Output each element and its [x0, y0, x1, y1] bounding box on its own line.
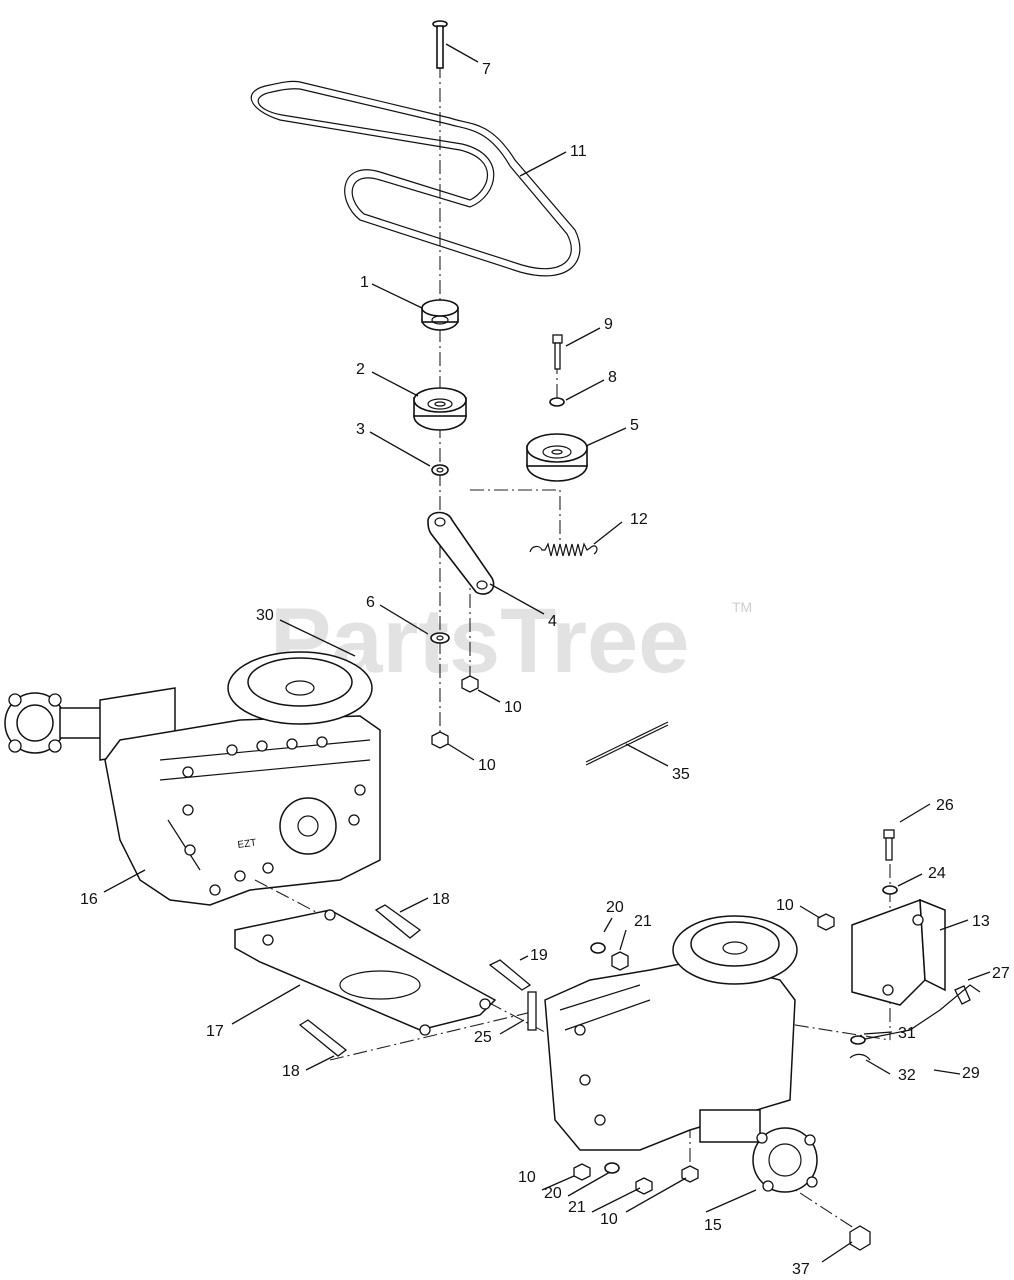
callout-21a: 21 [634, 913, 652, 930]
leader-lines [103, 43, 991, 1263]
spring-part [529, 542, 598, 557]
small-washer-part [549, 397, 565, 407]
callout-17: 17 [206, 1023, 224, 1040]
callout-32: 32 [898, 1067, 916, 1084]
cable-tie-part [585, 721, 669, 763]
svg-text:EZT: EZT [237, 837, 257, 851]
callout-4: 4 [548, 613, 557, 630]
drive-belt-part [250, 80, 581, 277]
callout-10c: 10 [776, 897, 794, 914]
washer-20-lower-part [604, 1162, 620, 1174]
callout-21b: 21 [568, 1199, 586, 1216]
washer-part [431, 464, 449, 476]
idler-arm-part [427, 511, 495, 595]
callout-8: 8 [608, 369, 617, 386]
callout-35: 35 [672, 766, 690, 783]
callout-15: 15 [704, 1217, 722, 1234]
watermark-trademark: TM [732, 599, 752, 615]
callout-2: 2 [356, 361, 365, 378]
bolt-26-part [883, 829, 895, 861]
callout-labels: 7 11 1 9 2 8 3 5 12 4 6 30 10 10 35 26 1… [80, 61, 1010, 1278]
callout-12: 12 [630, 511, 648, 528]
callout-24: 24 [928, 865, 946, 882]
callout-10a: 10 [504, 699, 522, 716]
bolt-18-lower-part [298, 1019, 348, 1057]
callout-27: 27 [992, 965, 1010, 982]
bearing-part [421, 299, 459, 331]
callout-29: 29 [962, 1065, 980, 1082]
bolt-19-part [488, 959, 532, 991]
nut-10-lower-part [573, 1163, 591, 1181]
callout-1: 1 [360, 274, 369, 291]
washer-20-part [590, 942, 606, 954]
callout-18a: 18 [432, 891, 450, 908]
nut-21-part [611, 951, 629, 971]
bolt-27-part [954, 985, 971, 1005]
right-transaxle-part [544, 915, 818, 1193]
callout-13: 13 [972, 913, 990, 930]
callout-26: 26 [936, 797, 954, 814]
pulley-part [413, 387, 467, 431]
nut-10-bracket-part [817, 913, 835, 931]
bolt-25-part [527, 991, 537, 1031]
callout-19: 19 [530, 947, 548, 964]
pin-part [432, 20, 448, 69]
nut-37-part [849, 1225, 871, 1251]
washer-24-part [882, 885, 898, 895]
callout-11: 11 [570, 143, 587, 160]
callout-9: 9 [604, 316, 613, 333]
rod-29-part [859, 984, 981, 1041]
callout-5: 5 [630, 417, 639, 434]
callout-18b: 18 [282, 1063, 300, 1080]
assembly-line-2 [329, 1009, 541, 1061]
bolt-part [552, 334, 563, 370]
callout-6: 6 [366, 594, 375, 611]
spring-guide-line [470, 489, 561, 545]
callout-16: 16 [80, 891, 98, 908]
left-transaxle-part: EZT [4, 651, 381, 906]
callout-20b: 20 [544, 1185, 562, 1202]
callout-7: 7 [482, 61, 491, 78]
clip-32-part [849, 1053, 871, 1061]
callout-31: 31 [898, 1025, 916, 1042]
bracket-13-part [851, 898, 946, 1006]
callout-37: 37 [792, 1261, 810, 1278]
idler-pulley-part [526, 433, 588, 482]
nut-part [431, 675, 479, 749]
assembly-line-6 [779, 1179, 861, 1233]
callout-25: 25 [474, 1029, 492, 1046]
callout-10e: 10 [600, 1211, 618, 1228]
washer-31-part [850, 1035, 866, 1045]
washer-6-part [430, 632, 450, 644]
callout-3: 3 [356, 421, 365, 438]
nut-21-lower-part [635, 1177, 653, 1195]
callout-10d: 10 [518, 1169, 536, 1186]
callout-20a: 20 [606, 899, 624, 916]
bolt-18-upper-part [374, 904, 422, 939]
callout-10b: 10 [478, 757, 496, 774]
mount-plate-part [234, 909, 497, 1036]
callout-30: 30 [256, 607, 274, 624]
